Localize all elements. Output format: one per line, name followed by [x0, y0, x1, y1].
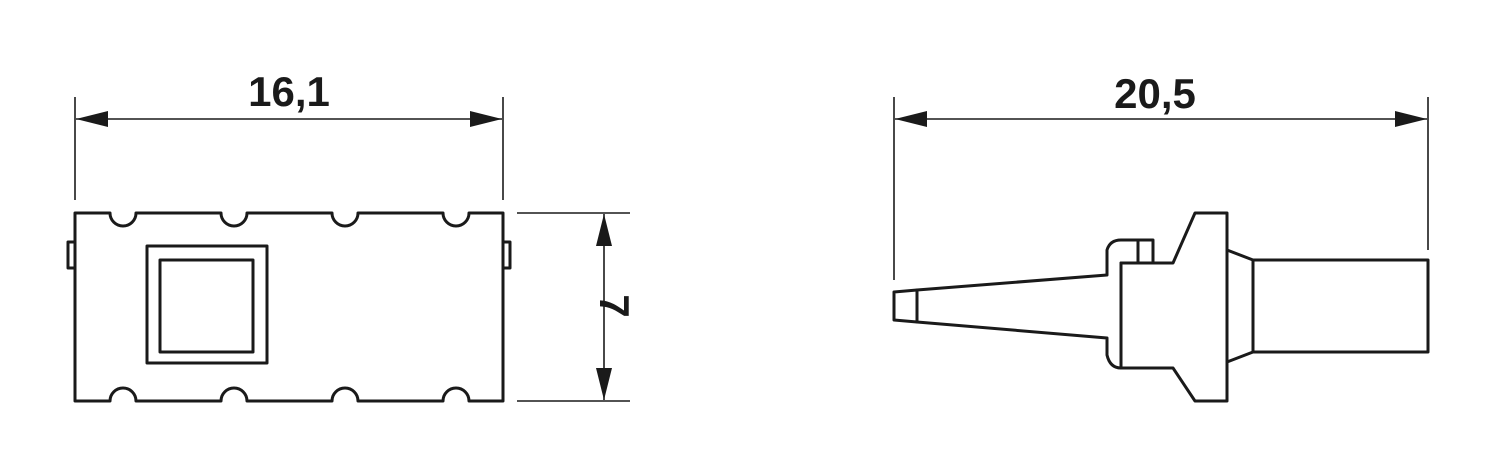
latch-detail	[1119, 238, 1155, 265]
left-tab	[66, 240, 77, 270]
right-tab	[501, 240, 512, 270]
side-profile-outline	[892, 211, 1229, 403]
side-length-label: 20,5	[1114, 70, 1196, 117]
rear-plug-outline	[1225, 248, 1430, 364]
front-height-label: 7	[591, 294, 638, 317]
side-view: 20,5	[892, 70, 1430, 403]
front-width-label: 16,1	[248, 68, 330, 115]
front-view: 16,1 7	[66, 68, 638, 403]
window-inner	[158, 258, 255, 354]
front-body-outline	[73, 211, 505, 403]
window-outer	[145, 244, 269, 365]
